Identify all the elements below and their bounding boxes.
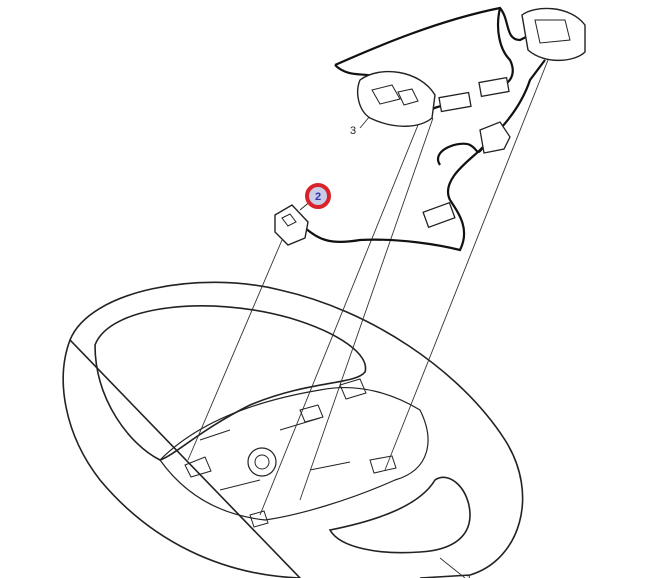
callout-2[interactable]: 2: [305, 183, 331, 209]
connectors: [422, 76, 511, 229]
callout-2-label: 2: [315, 191, 321, 203]
callout-highlight-ring: [305, 183, 331, 209]
callout-3-label: 3: [350, 125, 356, 137]
right-switch-module: [521, 7, 586, 61]
callout-1-label: 1: [466, 573, 472, 578]
steering-wheel: [62, 281, 524, 578]
leader-lines: [187, 59, 549, 578]
left-switch: [274, 199, 313, 246]
center-switch-module: [357, 70, 436, 127]
